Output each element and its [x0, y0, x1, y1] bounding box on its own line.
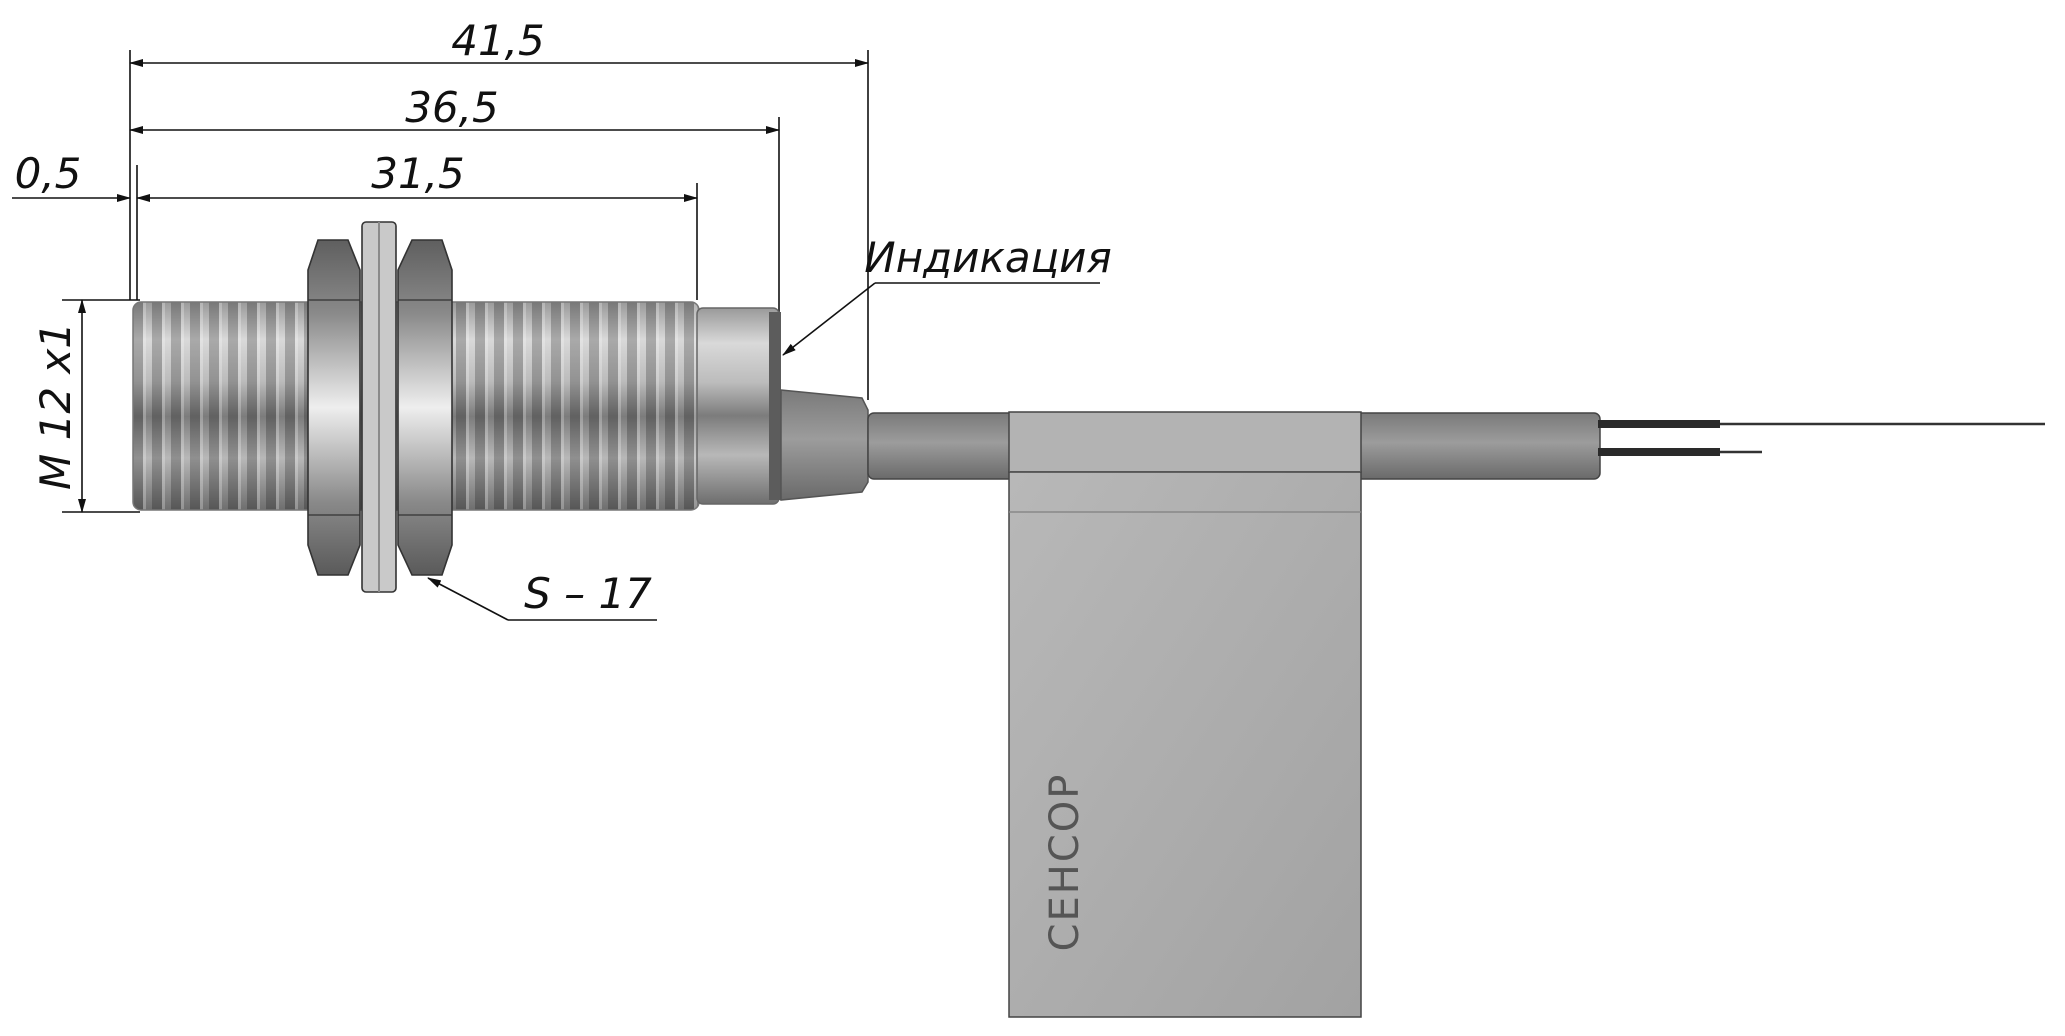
washer: [361, 221, 397, 593]
indicator-leader: Индикация: [782, 233, 1112, 356]
dimension-thread: 31,5: [136, 149, 698, 202]
lock-nut-left: [307, 239, 361, 576]
dimension-thread-label: 31,5: [371, 149, 465, 198]
dimension-overall: 41,5: [129, 16, 869, 67]
wrench-size-leader: S – 17: [427, 569, 657, 621]
dimension-body-label: 36,5: [405, 83, 499, 132]
thread-size-label: M 12 x1: [31, 322, 80, 490]
dimension-overall-label: 41,5: [451, 16, 545, 65]
dimension-offset-label: 0,5: [15, 149, 82, 198]
indicator-cap: [780, 389, 869, 501]
extension-lines: [129, 50, 869, 400]
lock-nut-right: [397, 239, 453, 576]
dimension-thread-diameter: M 12 x1: [31, 299, 140, 513]
indicator-label: Индикация: [864, 233, 1111, 282]
wrench-size-label: S – 17: [524, 569, 652, 618]
marker-tag: СЕНСОР: [1008, 411, 1362, 1018]
tag-brand-label: СЕНСОР: [1042, 773, 1088, 952]
dimension-offset: 0,5: [12, 149, 131, 202]
dimension-body: 36,5: [129, 83, 780, 134]
rear-housing: [696, 307, 781, 505]
wires: [1598, 420, 2045, 456]
